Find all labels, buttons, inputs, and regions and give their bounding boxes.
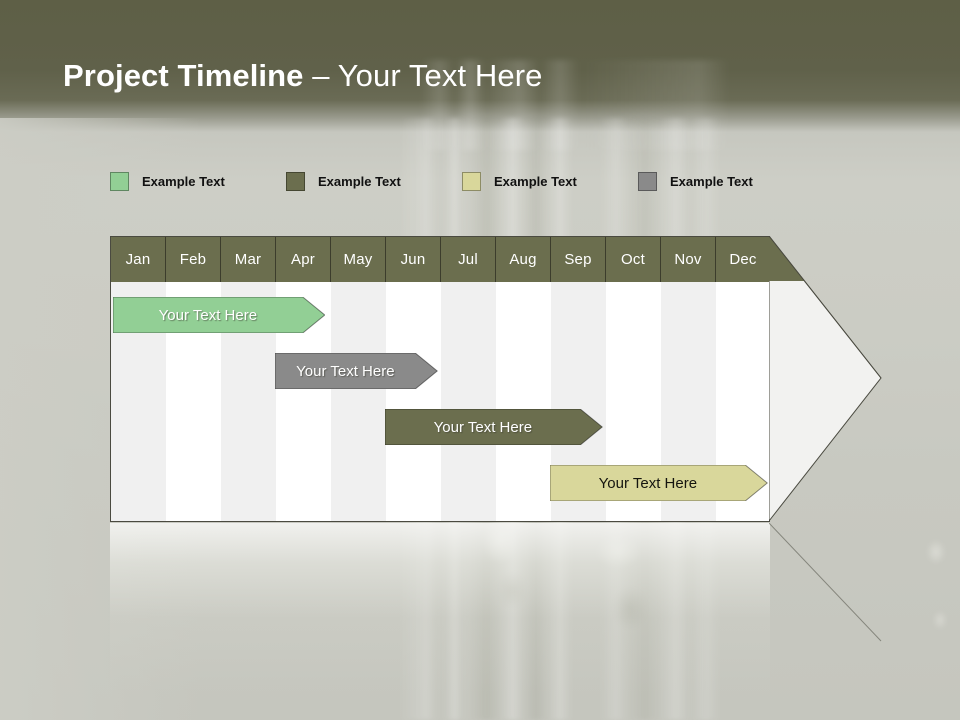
page-title: Project Timeline – Your Text Here [63, 58, 542, 94]
legend-item[interactable]: Example Text [462, 170, 577, 192]
timeline-column [111, 237, 166, 521]
timeline-column [166, 237, 221, 521]
timeline-column [221, 237, 276, 521]
legend-item[interactable]: Example Text [286, 170, 401, 192]
timeline-bar[interactable]: Your Text Here [275, 353, 438, 389]
month-header-jun[interactable]: Jun [386, 237, 441, 282]
month-header-jan[interactable]: Jan [111, 237, 166, 282]
timeline-bar[interactable]: Your Text Here [385, 409, 603, 445]
timeline-column [496, 237, 551, 521]
month-header-jul[interactable]: Jul [441, 237, 496, 282]
month-header-oct[interactable]: Oct [606, 237, 661, 282]
timeline-bar[interactable]: Your Text Here [550, 465, 768, 501]
month-header-may[interactable]: May [331, 237, 386, 282]
legend-item-label: Example Text [142, 173, 225, 189]
legend-swatch-icon [286, 171, 305, 191]
legend-item[interactable]: Example Text [638, 170, 753, 192]
legend-swatch-icon [110, 171, 129, 191]
month-header-dec[interactable]: Dec [716, 237, 769, 282]
month-header-nov[interactable]: Nov [661, 237, 716, 282]
month-header-aug[interactable]: Aug [496, 237, 551, 282]
legend-swatch-icon [638, 171, 657, 191]
page-title-normal: Your Text Here [337, 58, 543, 93]
timeline-bar[interactable]: Your Text Here [113, 297, 325, 333]
page-title-bold: Project Timeline [63, 58, 304, 93]
month-header-mar[interactable]: Mar [221, 237, 276, 282]
page-title-dash: – [303, 58, 338, 93]
month-header-apr[interactable]: Apr [276, 237, 331, 282]
month-header-feb[interactable]: Feb [166, 237, 221, 282]
legend-item-label: Example Text [494, 173, 577, 189]
legend-item[interactable]: Example Text [110, 170, 225, 192]
timeline-column [441, 237, 496, 521]
legend: Example Text Example Text Example Text Exam… [110, 170, 810, 194]
legend-item-label: Example Text [670, 173, 753, 189]
month-header-sep[interactable]: Sep [551, 237, 606, 282]
legend-swatch-icon [462, 171, 481, 191]
legend-item-label: Example Text [318, 173, 401, 189]
